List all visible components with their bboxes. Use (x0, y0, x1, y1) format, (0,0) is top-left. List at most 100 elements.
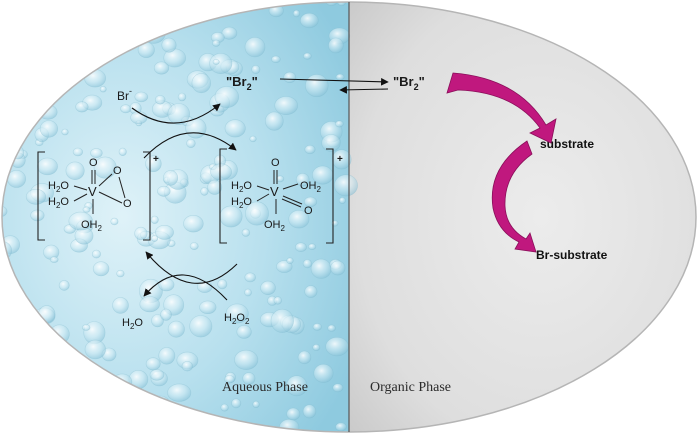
water-droplet (97, 386, 116, 402)
water-droplet (297, 350, 312, 365)
water-droplet (183, 215, 204, 233)
water-droplet (245, 201, 269, 226)
left-h2o-2: H2O (48, 196, 69, 210)
water-droplet (260, 280, 276, 296)
water-droplet (283, 71, 297, 83)
water-droplet (65, 161, 85, 181)
substrate-label: substrate (540, 137, 594, 151)
water-droplet (2, 332, 28, 352)
water-droplet (274, 96, 299, 116)
water-droplet (189, 315, 213, 338)
water-droplet (87, 410, 103, 423)
water-droplet (72, 404, 86, 416)
partition-forward-arrow (279, 77, 389, 86)
water-droplet (244, 272, 256, 283)
water-droplet (32, 334, 56, 354)
right-oh2-bottom: OH2 (264, 219, 286, 233)
water-droplet (60, 412, 72, 424)
water-droplet (31, 356, 53, 378)
water-droplet (177, 92, 187, 102)
water-droplet (304, 285, 318, 298)
water-droplet (61, 398, 79, 416)
water-droplet (21, 43, 32, 52)
water-droplet (212, 39, 221, 47)
water-droplet (331, 149, 352, 170)
water-droplet (286, 375, 308, 397)
water-droplet (30, 209, 45, 222)
water-droplet (244, 36, 266, 58)
water-droplet (124, 32, 141, 46)
water-droplet (58, 280, 70, 291)
water-droplet (286, 407, 301, 421)
bromide-oxidation-arrow (131, 103, 221, 124)
peroxo-vanadium-complex: + O V O O H2O H2O OH2 (37, 151, 159, 241)
water-droplet (337, 2, 346, 7)
water-droplet (37, 157, 58, 176)
left-h2o-bond-1 (73, 185, 88, 191)
br2-organic-label: "Br2" (393, 74, 425, 92)
water-droplet (84, 69, 107, 88)
water-droplet (327, 324, 336, 332)
water-droplet (87, 394, 106, 414)
water-droplet (292, 9, 301, 18)
water-droplet (49, 324, 70, 344)
peroxide-label: H2O2 (224, 312, 250, 326)
water-droplet (249, 135, 257, 143)
water-droplet (134, 91, 149, 103)
water-droplet (154, 95, 166, 105)
organic-phase-region (349, 2, 696, 432)
water-droplet (330, 260, 346, 276)
water-droplet (299, 12, 319, 29)
water-droplet (224, 2, 240, 8)
water-droplet (303, 196, 318, 208)
water-droplet (328, 37, 344, 54)
water-droplet (7, 169, 27, 188)
water-droplet (49, 256, 59, 263)
right-oh2-right: OH2 (300, 180, 322, 194)
water-droplet (303, 52, 312, 60)
water-droplet (38, 305, 56, 324)
water-droplet (332, 383, 344, 393)
water-droplet (75, 101, 89, 113)
water-droplet (225, 303, 249, 324)
water-droplet (166, 17, 179, 28)
water-droplet (141, 21, 166, 44)
water-droplet (153, 61, 170, 75)
right-o-top: O (271, 157, 280, 169)
water-droplet (45, 67, 58, 78)
water-droplet (191, 73, 212, 94)
water-droplet (236, 324, 252, 339)
water-droplet (87, 11, 108, 30)
water-droplet (23, 58, 34, 67)
water-droplet (2, 205, 8, 218)
water-droplet (160, 308, 172, 321)
water-droplet (68, 211, 93, 231)
water-droplet (212, 59, 220, 65)
water-droplet (241, 228, 251, 237)
complex-conversion-arrow (143, 132, 237, 159)
complex-regeneration-arrow (145, 251, 238, 284)
water-droplet (97, 50, 107, 58)
oxo-vanadium-complex: + O V H2O H2O OH2 O OH2 (219, 148, 343, 244)
right-vanadium: V (270, 184, 279, 199)
water-droplet (115, 2, 128, 14)
water-droplet (145, 395, 155, 404)
water-droplet (148, 409, 172, 430)
water-droplet (139, 296, 160, 313)
right-o-double-bond-b (281, 198, 302, 208)
left-peroxo-bond-a (98, 173, 113, 187)
water-droplet (335, 73, 345, 81)
water-droplet (116, 269, 125, 278)
water-droplet (270, 308, 294, 333)
water-droplet (312, 323, 322, 331)
water-droplet (335, 120, 344, 128)
water-droplet (155, 224, 174, 240)
left-h2o-bond-2 (73, 193, 88, 202)
water-droplet (186, 138, 196, 148)
water-droplet (121, 389, 142, 411)
water-droplet (39, 120, 59, 138)
water-droplet (321, 134, 341, 152)
water-droplet (52, 421, 67, 432)
water-droplet (189, 242, 199, 250)
